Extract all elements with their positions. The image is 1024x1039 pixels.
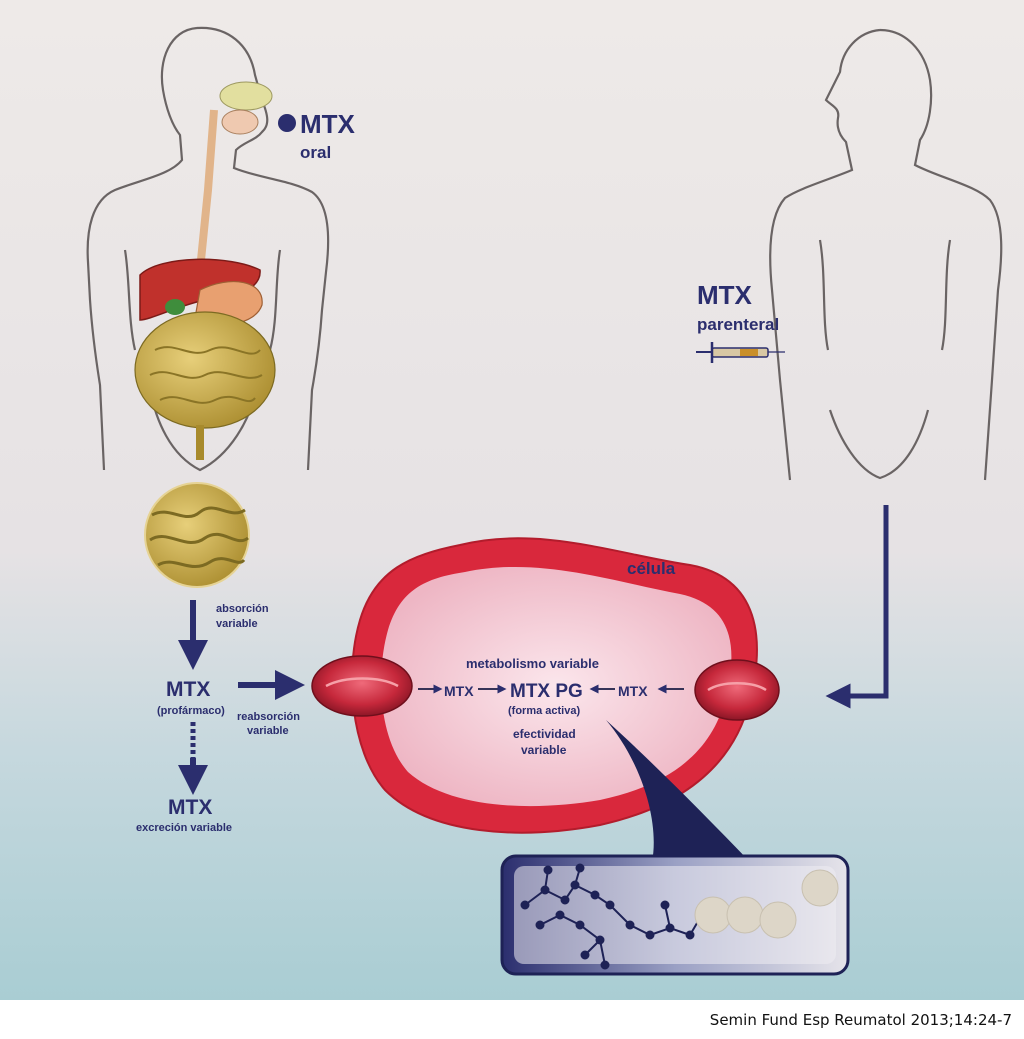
left-transporter-icon [311, 655, 413, 717]
citation-text: Semin Fund Esp Reumatol 2013;14:24-7 [709, 1011, 1012, 1029]
digestive-organs [134, 81, 276, 460]
parenteral-pathway-arrow [825, 505, 889, 709]
cell [351, 537, 758, 834]
citation-bar: Semin Fund Esp Reumatol 2013;14:24-7 [0, 1000, 1024, 1039]
absorption-label-line1: absorción [216, 603, 269, 615]
background [0, 0, 1024, 1000]
prodrug-mtx-label: MTX [166, 678, 210, 701]
metabolism-label: metabolismo variable [466, 656, 599, 671]
parenteral-mtx-label: MTX [697, 280, 753, 310]
oral-route-label: oral [300, 143, 331, 162]
oral-mtx-label: MTX [300, 109, 356, 139]
mtx-diagram: MTX oral MTX parenteral absorción variab… [0, 0, 1024, 1000]
cell-title: célula [627, 559, 676, 578]
syringe-icon [696, 342, 785, 363]
molecule-detail-panel [500, 854, 850, 976]
parenteral-route-label: parenteral [697, 315, 779, 334]
oral-body-figure [86, 26, 330, 472]
absorption-label-line2: variable [216, 618, 258, 630]
effectiveness-label-line2: variable [521, 743, 567, 757]
active-form-label: (forma activa) [508, 705, 580, 717]
mtx-in-right: MTX [618, 683, 648, 699]
mtx-pg-label: MTX PG [510, 681, 583, 702]
reabsorption-label-line1: reabsorción [237, 711, 300, 723]
excretion-note: excreción variable [136, 822, 232, 834]
prodrug-note: (profármaco) [157, 705, 225, 717]
oral-pill-icon [278, 114, 296, 132]
parenteral-body-figure [769, 28, 1003, 481]
mtx-in-left: MTX [444, 683, 474, 699]
right-transporter-icon [694, 659, 780, 721]
reabsorption-label-line2: variable [247, 725, 289, 737]
excretion-mtx-label: MTX [168, 796, 212, 819]
diagram-canvas: MTX oral MTX parenteral absorción variab… [0, 0, 1024, 1000]
intestine-detail-icon [144, 482, 250, 588]
effectiveness-label-line1: efectividad [513, 727, 576, 741]
zoom-callout [606, 720, 750, 862]
